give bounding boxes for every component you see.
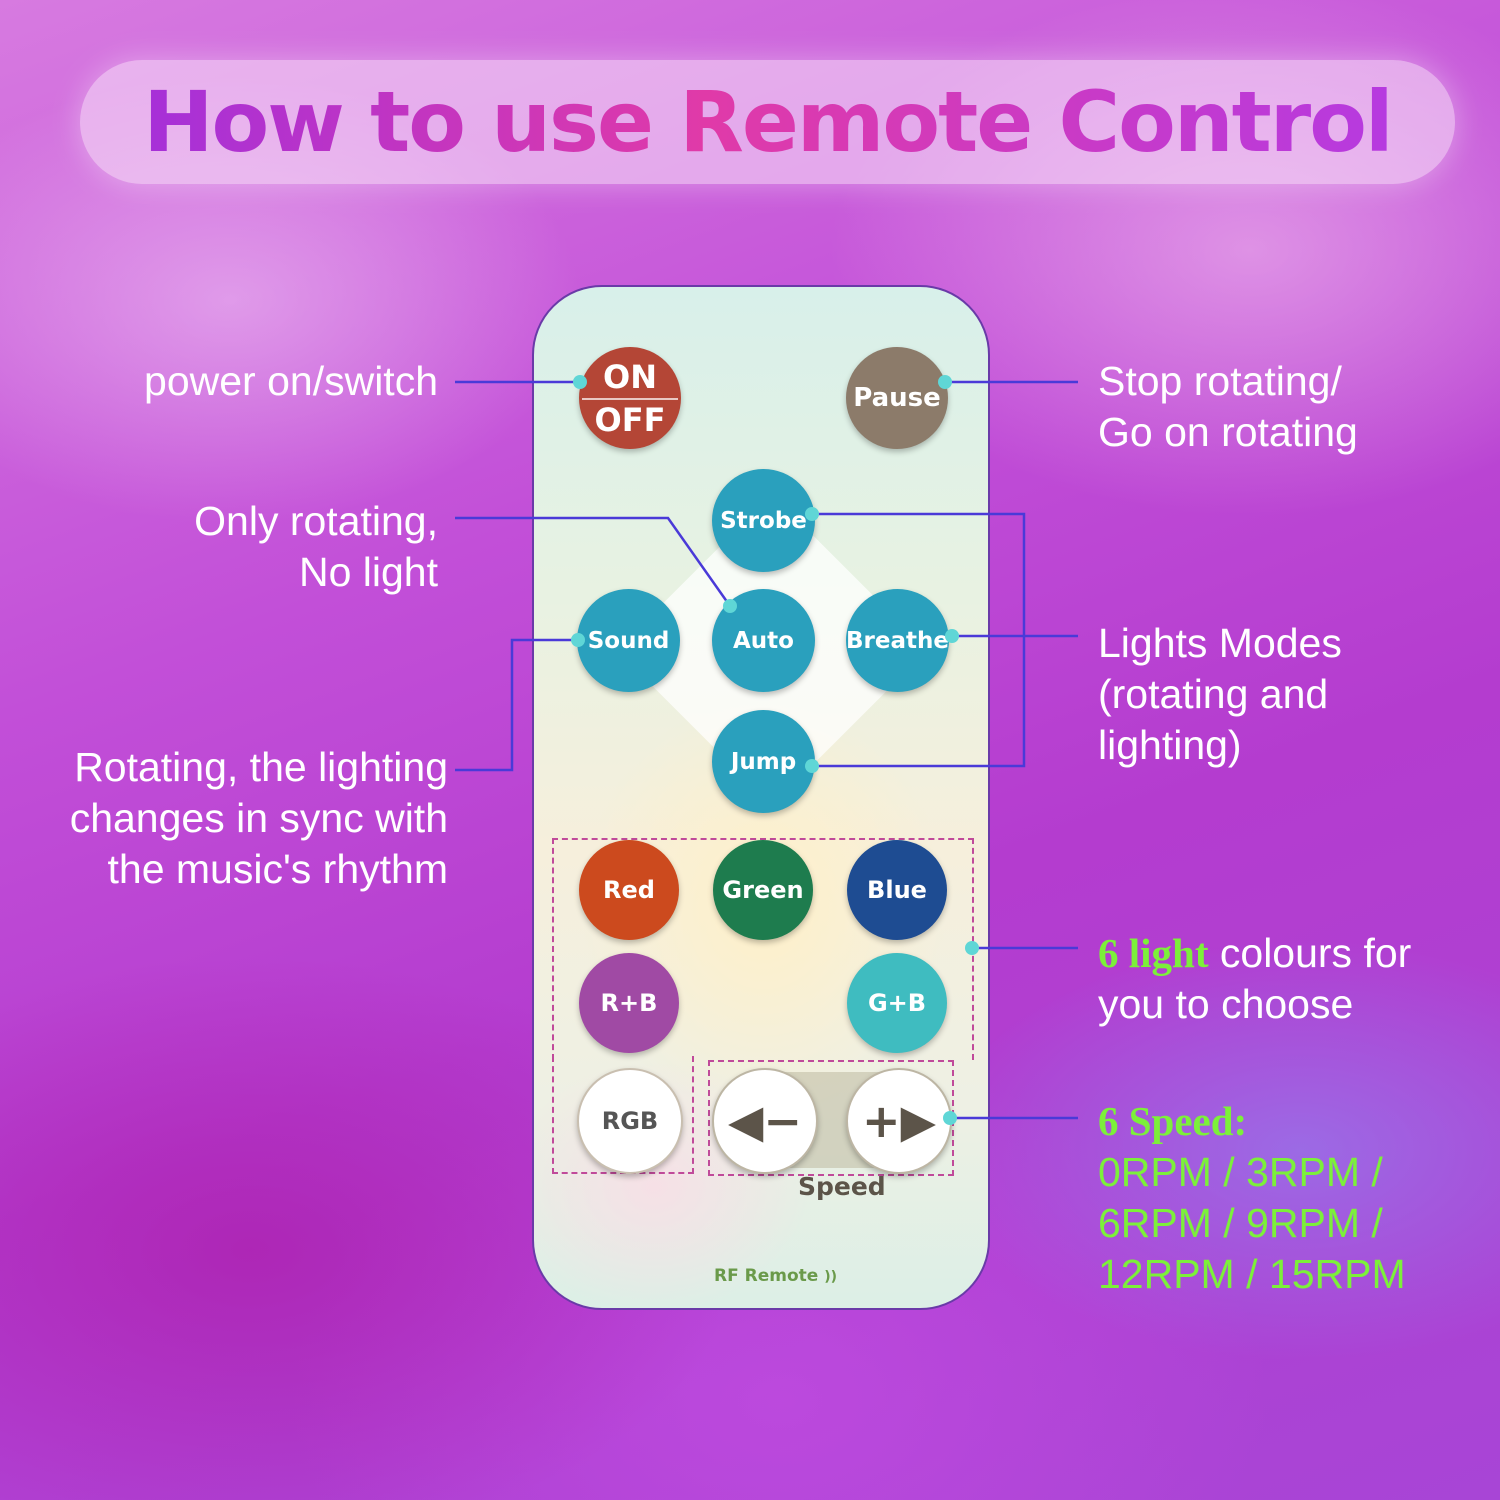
signal-icon: )) [824, 1269, 838, 1285]
pause-button[interactable]: Pause [846, 347, 948, 449]
auto-connector [455, 516, 732, 607]
rgb-button[interactable]: RGB [577, 1068, 683, 1174]
sound-annotation-line2: changes in sync with [69, 795, 448, 841]
colours-annotation: 6 light colours for you to choose [1098, 928, 1488, 1030]
blue-button[interactable]: Blue [847, 840, 947, 940]
auto-annotation: Only rotating, No light [60, 496, 438, 598]
strobe-button[interactable]: Strobe [712, 469, 815, 572]
speed-label: Speed [798, 1172, 886, 1201]
sound-connector [455, 638, 578, 772]
modes-annotation-line3: lighting) [1098, 722, 1242, 768]
power-on-label: ON [603, 357, 657, 396]
speed-annotation-line2: 6RPM / 9RPM / [1098, 1200, 1383, 1246]
speed-annotation-title: 6 Speed: [1098, 1098, 1248, 1144]
pause-annotation-line2: Go on rotating [1098, 409, 1358, 455]
green-button[interactable]: Green [713, 840, 813, 940]
rf-remote-brand: RF Remote )) [714, 1266, 837, 1286]
sound-dot [571, 633, 585, 647]
sound-button[interactable]: Sound [577, 589, 680, 692]
rf-remote-label: RF Remote [714, 1266, 819, 1286]
power-annotation: power on/switch [144, 358, 438, 404]
power-dot [573, 375, 587, 389]
breathe-dot [945, 629, 959, 643]
title-banner: How to use Remote Control [80, 60, 1455, 184]
speed-annotation: 6 Speed: 0RPM / 3RPM / 6RPM / 9RPM / 12R… [1098, 1096, 1488, 1300]
auto-annotation-line1: Only rotating, [194, 498, 438, 544]
colours-annotation-line2: you to choose [1098, 981, 1354, 1027]
red-blue-button[interactable]: R+B [579, 953, 679, 1053]
speed-down-button[interactable]: ◀− [712, 1068, 818, 1174]
sound-annotation-line3: the music's rhythm [107, 846, 448, 892]
speed-up-button[interactable]: +▶ [846, 1068, 952, 1174]
pause-annotation: Stop rotating/ Go on rotating [1098, 356, 1488, 458]
modes-annotation: Lights Modes (rotating and lighting) [1098, 618, 1488, 771]
red-button[interactable]: Red [579, 840, 679, 940]
auto-button[interactable]: Auto [712, 589, 815, 692]
power-button[interactable]: ON OFF [579, 347, 681, 449]
speed-annotation-line1: 0RPM / 3RPM / [1098, 1149, 1383, 1195]
colours-dot [965, 941, 979, 955]
pause-annotation-line1: Stop rotating/ [1098, 358, 1342, 404]
jump-button[interactable]: Jump [712, 710, 815, 813]
breathe-button[interactable]: Breathe [846, 589, 949, 692]
power-off-label: OFF [594, 400, 666, 439]
speed-annotation-line3: 12RPM / 15RPM [1098, 1251, 1406, 1297]
green-blue-button[interactable]: G+B [847, 953, 947, 1053]
strobe-dot [805, 507, 819, 521]
auto-annotation-line2: No light [298, 549, 438, 595]
pause-dot [938, 375, 952, 389]
power-divider [582, 397, 678, 400]
colours-annotation-rest: colours for [1208, 930, 1412, 976]
sound-annotation: Rotating, the lighting changes in sync w… [20, 742, 448, 895]
jump-dot [805, 759, 819, 773]
page-title: How to use Remote Control [143, 73, 1393, 171]
auto-dot [723, 599, 737, 613]
modes-annotation-line2: (rotating and [1098, 671, 1329, 717]
speed-dot [943, 1111, 957, 1125]
modes-annotation-line1: Lights Modes [1098, 620, 1342, 666]
colours-count-highlight: 6 light [1098, 930, 1209, 976]
modes-bracket-connector [812, 512, 1026, 768]
sound-annotation-line1: Rotating, the lighting [74, 744, 448, 790]
